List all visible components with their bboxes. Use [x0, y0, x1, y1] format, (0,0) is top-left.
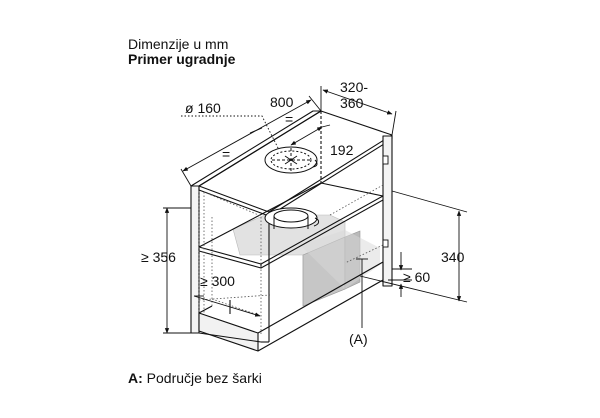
top-cutout — [264, 146, 318, 174]
dotted-interior — [198, 184, 384, 334]
legend-text: Područje bez šarki — [146, 370, 262, 386]
area-a-marker: (A) — [349, 331, 368, 347]
offset-label: 192 — [330, 142, 354, 158]
equal-right-label: = — [285, 111, 293, 127]
diagram-title: Dimenzije u mm — [128, 36, 229, 52]
legend-key: A: — [128, 370, 143, 386]
duct-ring — [264, 207, 320, 229]
hood-body — [232, 214, 380, 307]
gap-min-label: ≥ 60 — [403, 269, 430, 285]
fittings — [382, 155, 389, 248]
height-right-label: 340 — [441, 249, 465, 265]
height-min-label: ≥ 356 — [141, 249, 176, 265]
diagram-subtitle: Primer ugradnje — [128, 51, 236, 67]
equal-left-label: = — [222, 146, 230, 162]
legend: A: Područje bez šarki — [128, 370, 262, 386]
diameter-label: ø 160 — [185, 100, 221, 116]
inner-depth-label: ≥ 300 — [200, 273, 235, 289]
depth-label-top: 320- — [340, 79, 368, 95]
depth-label-bottom: 360 — [340, 95, 364, 111]
dimension-lines — [163, 86, 468, 334]
cabinet-outline — [190, 110, 393, 352]
width-label: 800 — [270, 94, 294, 110]
